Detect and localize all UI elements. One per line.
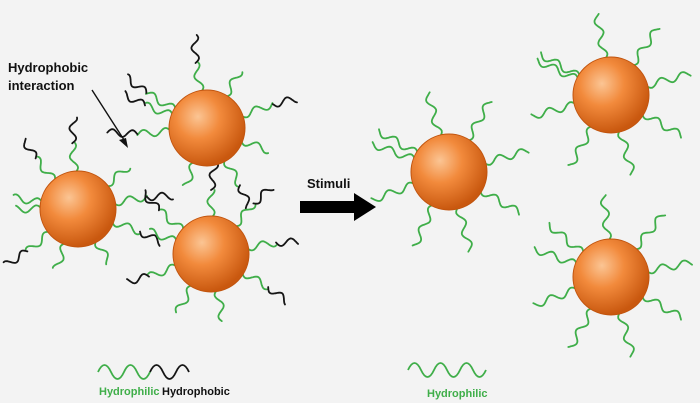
hydrophilic-chain [145, 91, 177, 111]
hydrophilic-chain [370, 181, 417, 202]
nanoparticle [572, 56, 650, 134]
hydrophobic-chain [144, 189, 160, 212]
interaction-label-line2: interaction [8, 78, 75, 93]
hydrophilic-chain [224, 71, 244, 98]
hydrophobic-chain [124, 90, 146, 107]
hydrophobic-chain [252, 188, 275, 205]
hydrophilic-chain [233, 204, 257, 228]
hydrophilic-chain [479, 189, 520, 216]
hydrophilic-chain [455, 205, 473, 253]
hydrophilic-chain [94, 239, 109, 266]
hydrophilic-chain [149, 227, 179, 243]
hydrophilic-chain [540, 51, 581, 78]
nanoparticle [172, 215, 250, 293]
interaction-pointer-arrow [91, 89, 128, 148]
hydrophilic-chain [371, 141, 417, 161]
hydrophilic-chain [239, 102, 274, 119]
hydrophilic-chain [645, 259, 693, 275]
hydrophilic-chain [378, 128, 419, 155]
hydrophilic-chain [245, 240, 278, 252]
hydrophilic-chain [147, 263, 179, 277]
stimuli-label: Stimuli [307, 176, 350, 191]
hydrophobic-chain [146, 191, 174, 202]
hydrophilic-chain [482, 148, 530, 166]
nanoparticles [39, 56, 650, 316]
hydrophilic-chain [110, 220, 140, 236]
hydrophobic-chain [190, 34, 200, 64]
legend-right-hydrophilic-label: Hydrophilic [427, 388, 488, 400]
hydrophilic-chain [641, 294, 682, 321]
hydrophobic-chain [271, 96, 298, 108]
hydrophilic-chain [593, 13, 609, 61]
hydrophobic-chain [267, 286, 286, 306]
hydrophilic-chain [536, 57, 580, 81]
hydrophilic-chain [174, 284, 194, 314]
legend-left: Hydrophilic Hydrophobic [97, 364, 230, 398]
hydrophobic-chain [237, 184, 251, 210]
hydrophilic-chain [567, 307, 594, 348]
legend-hydrophobic-label: Hydrophobic [162, 386, 230, 398]
nanoparticle [39, 170, 117, 248]
hydrophilic-chain [411, 203, 435, 247]
legend-hydrophilic-label: Hydrophilic [99, 386, 160, 398]
hydrophilic-chain [193, 61, 205, 94]
hydrophilic-chain [641, 112, 682, 139]
stimuli-arrow [300, 193, 376, 221]
hydrophobic-chain [139, 230, 161, 247]
hydrophilic-chain [223, 158, 239, 188]
hydrophilic-chain [15, 204, 43, 214]
hydrophilic-chain [206, 189, 216, 219]
hydrophilic-chain [181, 160, 196, 186]
hydrophobic-chain [23, 137, 38, 160]
hydrophilic-chain [533, 246, 579, 266]
hydrophobic-chain [275, 237, 299, 247]
hydrophilic-chain [112, 194, 148, 207]
hydrophilic-chain [617, 310, 635, 358]
hydrophobic-chain [126, 273, 150, 285]
nanoparticle [572, 238, 650, 316]
hydrophilic-chain [213, 288, 225, 322]
hydrophilic-chain [466, 101, 493, 142]
legend-right: Hydrophilic [407, 362, 488, 400]
hydrophilic-chain [530, 101, 578, 119]
hydrophilic-chain [104, 167, 132, 187]
hydrophilic-chain [532, 286, 579, 307]
nanoparticle [168, 89, 246, 167]
hydrophilic-chain [51, 241, 67, 269]
hydrophilic-chain [633, 214, 667, 251]
hydrophilic-chain [145, 101, 175, 117]
hydrophobic-chain [106, 128, 139, 138]
hydrophilic-chain [158, 208, 185, 232]
hydrophobic-chain [127, 73, 148, 94]
hydrophilic-chain [239, 139, 269, 155]
hydrophilic-chain [24, 231, 52, 251]
hydrophilic-chain [644, 71, 692, 89]
legend-right-hydrophilic-swatch [407, 362, 487, 378]
hydrophilic-chain [68, 142, 79, 174]
hydrophilic-chain [36, 155, 56, 183]
hydrophilic-chain [548, 221, 585, 255]
hydrophilic-chain [617, 128, 635, 176]
hydrophobic-chain [68, 116, 78, 145]
hydrophilic-chain [241, 271, 268, 291]
hydrophobic-chain [208, 163, 220, 191]
hydrophilic-chain [600, 194, 612, 242]
hydrophilic-chain [425, 91, 443, 139]
hydrophilic-chain [567, 125, 594, 166]
hydrophilic-chain [136, 127, 172, 138]
interaction-label-line1: Hydrophobic [8, 60, 88, 75]
hydrophilic-chain [630, 28, 661, 67]
hydrophobic-chain [2, 249, 29, 264]
hydrophilic-chain [12, 193, 44, 205]
nanoparticle [410, 133, 488, 211]
legend-hydrophilic-swatch [97, 364, 151, 380]
legend-hydrophobic-swatch [149, 364, 190, 380]
